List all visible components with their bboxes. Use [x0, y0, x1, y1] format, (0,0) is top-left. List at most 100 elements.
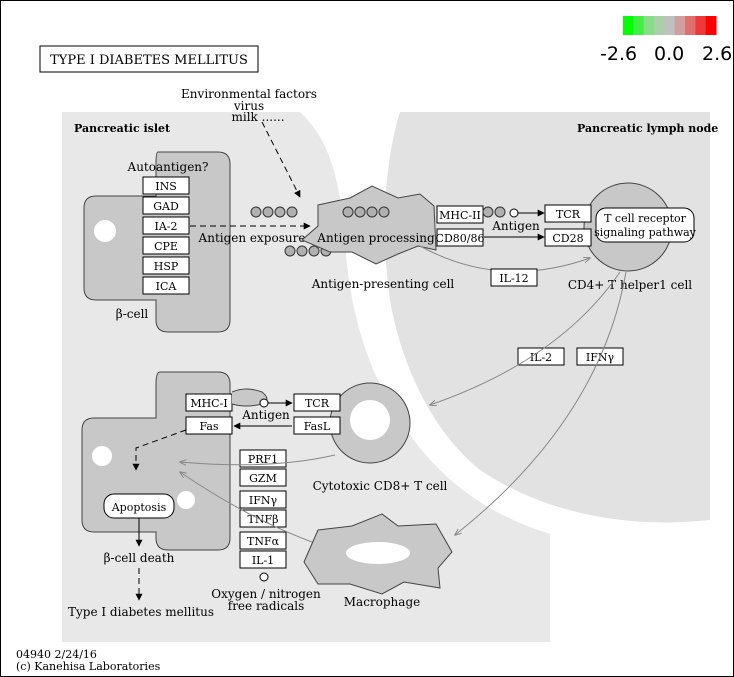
radicals-label-2: free radicals — [228, 599, 304, 613]
radicals-label-1: Oxygen / nitrogen — [211, 587, 321, 601]
svg-text:FasL: FasL — [304, 420, 331, 433]
gene-ica[interactable]: ICA — [142, 276, 190, 295]
svg-text:ICA: ICA — [156, 280, 178, 293]
svg-text:TCR: TCR — [305, 397, 330, 410]
macrophage-label: Macrophage — [344, 595, 420, 609]
gene-cd8086[interactable]: CD80/86 — [436, 228, 485, 247]
gene-ia2[interactable]: IA-2 — [142, 216, 190, 235]
svg-text:PRF1: PRF1 — [248, 453, 278, 466]
cd4-cell-label: CD4+ T helper1 cell — [568, 278, 692, 292]
mhc1-receptor-shape — [231, 388, 268, 407]
antigen-top-label: Antigen — [491, 219, 540, 233]
tcr-pathway-link[interactable]: T cell receptor signaling pathway — [594, 207, 697, 243]
map-title: TYPE I DIABETES MELLITUS — [50, 53, 248, 68]
gene-prf1[interactable]: PRF1 — [239, 449, 287, 468]
scale-swatch — [674, 16, 686, 35]
lymph-node-label: Pancreatic lymph node — [577, 122, 718, 135]
svg-text:Fas: Fas — [199, 420, 218, 433]
svg-text:TNFβ: TNFβ — [248, 513, 279, 526]
svg-text:GAD: GAD — [153, 200, 179, 213]
target-beta-nucleus — [92, 446, 112, 466]
svg-text:TCR: TCR — [556, 208, 581, 221]
env-factors-label: Environmental factors — [181, 87, 317, 101]
gene-tnfa[interactable]: TNFα — [239, 531, 287, 550]
footer-credit: (c) Kanehisa Laboratories — [16, 660, 161, 673]
svg-text:CPE: CPE — [154, 240, 178, 253]
antigen-node-top — [509, 208, 519, 218]
scale-swatch — [705, 16, 717, 35]
scale-mid-label: 0.0 — [654, 43, 684, 65]
autoantigen-label: Autoantigen? — [127, 160, 209, 174]
svg-text:HSP: HSP — [154, 260, 179, 273]
target-beta-nucleus-2 — [177, 491, 195, 509]
region-divider — [300, 112, 710, 549]
gene-cpe[interactable]: CPE — [142, 236, 190, 255]
scale-swatch — [633, 16, 645, 35]
gene-tcr-top[interactable]: TCR — [544, 204, 592, 223]
gene-ifng-low[interactable]: IFNγ — [239, 490, 287, 509]
beta-death-label: β-cell death — [104, 551, 175, 565]
env-to-apc-arrow — [261, 121, 301, 198]
antigen-particle-top — [482, 206, 494, 218]
svg-text:Apoptosis: Apoptosis — [111, 501, 167, 514]
svg-text:IFNγ: IFNγ — [249, 494, 278, 507]
gene-mhc2[interactable]: MHC-II — [436, 205, 484, 224]
gene-fasl[interactable]: FasL — [293, 416, 341, 435]
t1dm-label: Type I diabetes mellitus — [68, 605, 214, 619]
beta-cell-label: β-cell — [116, 307, 149, 321]
gene-mhc1[interactable]: MHC-I — [185, 393, 233, 412]
footer-id: 04940 2/24/16 — [16, 648, 97, 661]
cd8-t-cell-nucleus — [350, 400, 390, 440]
gene-hsp[interactable]: HSP — [142, 256, 190, 275]
gene-gzm[interactable]: GZM — [239, 468, 287, 487]
antigen-node-mid — [259, 398, 269, 408]
antigen-exposure-label: Antigen exposure — [198, 231, 306, 245]
svg-text:CD80/86: CD80/86 — [436, 232, 485, 245]
gene-tcr-mid[interactable]: TCR — [293, 393, 341, 412]
svg-text:INS: INS — [155, 180, 177, 193]
svg-text:CD28: CD28 — [552, 232, 583, 245]
gene-fas[interactable]: Fas — [185, 416, 233, 435]
gene-il1[interactable]: IL-1 — [239, 550, 287, 569]
radicals-node — [259, 572, 269, 582]
svg-text:GZM: GZM — [249, 472, 277, 485]
gene-gad[interactable]: GAD — [142, 196, 190, 215]
svg-text:signaling pathway: signaling pathway — [594, 226, 697, 239]
svg-text:MHC-I: MHC-I — [190, 397, 227, 410]
expression-scale-bar — [623, 16, 717, 35]
antigen-particle-top-2 — [494, 206, 506, 218]
scale-swatch — [623, 16, 634, 35]
cd8-cytokines-arrow — [180, 454, 336, 465]
pancreatic-islet-label: Pancreatic islet — [74, 122, 171, 135]
fas-to-apoptosis-arrow — [132, 429, 187, 471]
antigen-mid-label: Antigen — [241, 408, 290, 422]
apoptosis-node[interactable]: Apoptosis — [103, 493, 175, 519]
gene-cd28[interactable]: CD28 — [544, 228, 592, 247]
macrophage-cytokines-arrow — [180, 472, 321, 546]
svg-text:MHC-II: MHC-II — [439, 209, 481, 222]
title-box — [39, 45, 259, 73]
cd8-cell-label: Cytotoxic CD8+ T cell — [313, 479, 448, 493]
gene-il12[interactable]: IL-12 — [490, 268, 538, 287]
scale-swatch — [664, 16, 676, 35]
env-virus-label: virus — [233, 99, 264, 113]
svg-text:T cell receptor: T cell receptor — [604, 212, 687, 225]
scale-swatch — [643, 16, 655, 35]
beta-cell-nucleus — [94, 220, 116, 242]
cd4-to-cd8-arrow — [430, 271, 621, 405]
scale-max-label: 2.6 — [702, 43, 732, 65]
svg-text:IL-1: IL-1 — [252, 554, 274, 567]
scale-swatch — [685, 16, 696, 35]
antigen-presenting-cell-shape — [301, 185, 437, 265]
antigen-particles-apc — [342, 206, 390, 218]
gene-tnfb[interactable]: TNFβ — [239, 509, 287, 528]
gene-ins[interactable]: INS — [142, 176, 190, 195]
antigen-processing-label: Antigen processing — [316, 231, 435, 245]
apc-label: Antigen-presenting cell — [311, 277, 455, 291]
macrophage-nucleus — [346, 542, 410, 564]
scale-swatch — [654, 16, 665, 35]
cd4-to-macrophage-arrow — [455, 271, 627, 535]
svg-text:IL-12: IL-12 — [499, 272, 528, 285]
